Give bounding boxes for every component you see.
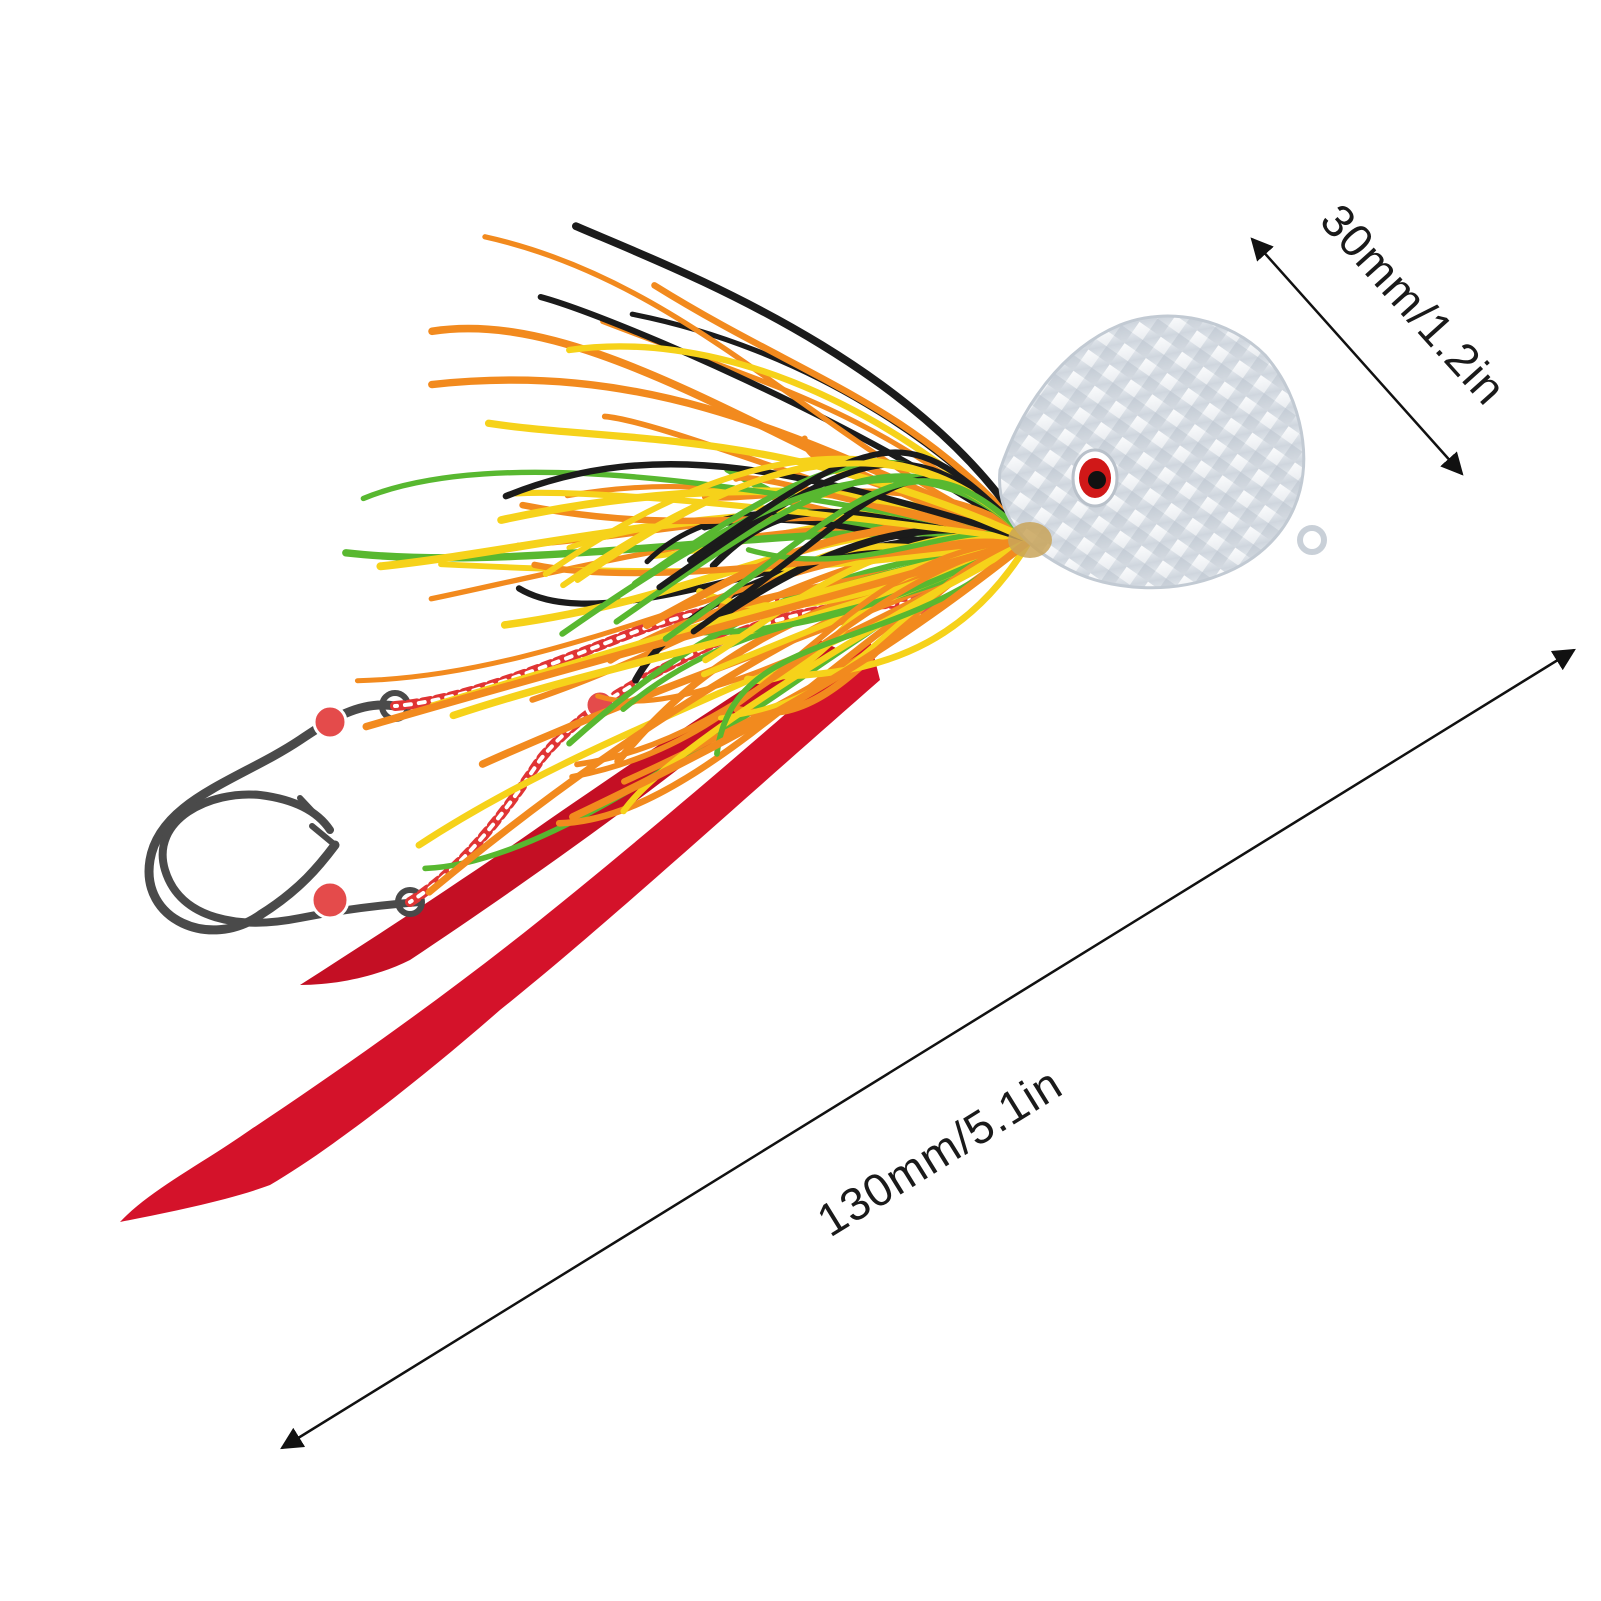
cord-knot-upper	[312, 704, 348, 740]
skirt-strand	[484, 419, 1034, 544]
line-tie-ring	[1297, 525, 1327, 555]
length-dimension-line	[280, 648, 1576, 1450]
length-dimension: 130mm/5.1in	[280, 648, 1576, 1450]
assist-cord-lower-white	[408, 601, 942, 904]
skirt-strand	[362, 536, 1034, 731]
assist-hooks	[144, 690, 425, 935]
hook-lower	[158, 790, 424, 927]
neck-collar	[1008, 522, 1052, 558]
skirt-strand	[449, 536, 1034, 720]
skirt-strand	[686, 449, 1033, 564]
skirt-strand	[512, 489, 1034, 544]
skirt-strand	[758, 536, 1034, 680]
hook-barb-upper	[309, 823, 338, 848]
skirt-strand	[717, 537, 1033, 721]
skirt-strand	[502, 461, 1034, 544]
skirt-strand	[569, 537, 1033, 780]
length-dimension-label: 130mm/5.1in	[808, 1057, 1071, 1247]
skirt-strand	[572, 222, 1034, 544]
cord-knot-lower	[310, 880, 350, 920]
silicone-skirt	[342, 222, 1034, 896]
skirt-strand	[428, 324, 1034, 544]
jig-head	[998, 314, 1327, 590]
hook-barb-lower	[297, 795, 333, 833]
head-width-dimension-line	[1250, 237, 1464, 476]
skirt-strand	[651, 282, 1034, 544]
hook-eye-lower	[395, 887, 425, 917]
head-width-dimension-label: 30mm/1.2in	[1311, 194, 1517, 415]
jig-head-body	[998, 314, 1306, 590]
skirt-strand	[569, 536, 1034, 821]
skirt-strand	[662, 478, 1033, 642]
eye-pupil	[1088, 471, 1106, 489]
